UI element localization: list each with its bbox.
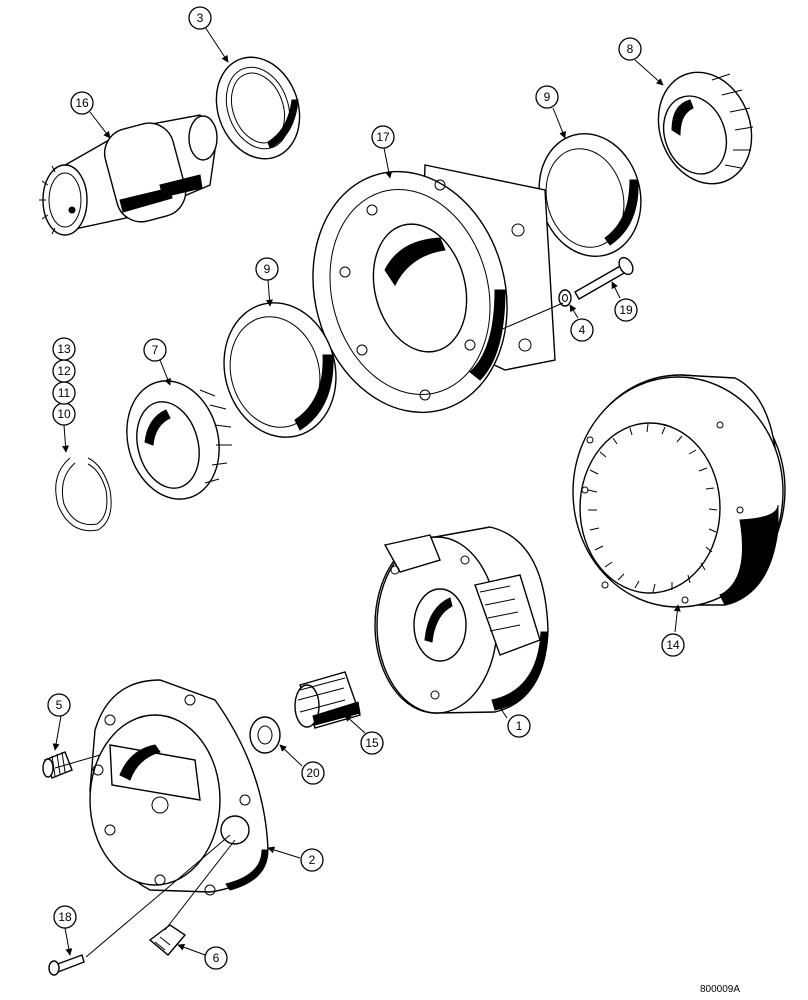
svg-text:6: 6 bbox=[213, 951, 220, 965]
bearing-cup-upper-part bbox=[538, 133, 642, 257]
washer-part bbox=[558, 289, 572, 307]
square-plug-part bbox=[148, 924, 187, 956]
bolt-part bbox=[574, 256, 634, 300]
callout-1: 1 bbox=[507, 714, 531, 738]
ring-gear-part bbox=[572, 374, 786, 608]
callout-13: 13 bbox=[52, 337, 76, 361]
callout-9-lower: 9 bbox=[255, 257, 279, 281]
leader-lines bbox=[52, 26, 681, 958]
snap-ring-part bbox=[55, 457, 112, 532]
svg-text:3: 3 bbox=[197, 11, 204, 25]
bearing-cone-part bbox=[657, 71, 754, 185]
planetary-housing-part bbox=[312, 164, 556, 414]
bearing-cone-lower-part bbox=[126, 380, 232, 500]
callout-11: 11 bbox=[52, 381, 76, 405]
svg-text:9: 9 bbox=[544, 90, 551, 104]
callout-20: 20 bbox=[301, 761, 325, 785]
svg-text:8: 8 bbox=[627, 42, 634, 56]
callout-2: 2 bbox=[300, 848, 324, 872]
svg-text:13: 13 bbox=[57, 342, 71, 356]
cap-screw-part bbox=[48, 954, 85, 976]
svg-text:11: 11 bbox=[58, 386, 71, 400]
svg-text:16: 16 bbox=[75, 96, 89, 110]
svg-text:20: 20 bbox=[306, 766, 320, 780]
svg-text:7: 7 bbox=[152, 343, 159, 357]
lock-washer-part bbox=[249, 716, 281, 754]
svg-text:9: 9 bbox=[264, 262, 271, 276]
callout-6: 6 bbox=[204, 946, 228, 970]
callout-17: 17 bbox=[371, 125, 395, 149]
svg-text:17: 17 bbox=[376, 130, 390, 144]
svg-text:10: 10 bbox=[57, 407, 71, 421]
callout-15: 15 bbox=[360, 731, 384, 755]
svg-text:1: 1 bbox=[516, 719, 523, 733]
bearing-cup-lower-part bbox=[223, 302, 337, 438]
callout-7: 7 bbox=[143, 338, 167, 362]
plug-part bbox=[42, 751, 73, 779]
callout-9-upper: 9 bbox=[535, 85, 559, 109]
callout-3: 3 bbox=[188, 6, 212, 30]
callout-19: 19 bbox=[614, 298, 638, 322]
svg-text:5: 5 bbox=[56, 698, 63, 712]
svg-text:19: 19 bbox=[619, 303, 633, 317]
callout-14: 14 bbox=[661, 633, 685, 657]
svg-text:15: 15 bbox=[365, 736, 379, 750]
svg-text:4: 4 bbox=[579, 323, 586, 337]
input-shaft-part bbox=[39, 114, 218, 236]
cover-part bbox=[89, 679, 269, 896]
callout-8: 8 bbox=[618, 37, 642, 61]
callout-10: 10 bbox=[52, 402, 76, 426]
callout-12: 12 bbox=[52, 359, 76, 383]
seal-ring-part bbox=[215, 56, 301, 160]
svg-text:2: 2 bbox=[309, 853, 316, 867]
callout-5: 5 bbox=[47, 693, 71, 717]
callout-18: 18 bbox=[53, 905, 77, 929]
planet-carrier-part bbox=[374, 526, 549, 714]
svg-text:14: 14 bbox=[666, 638, 680, 652]
callout-4: 4 bbox=[570, 318, 594, 342]
svg-text:18: 18 bbox=[58, 910, 72, 924]
callout-16: 16 bbox=[70, 91, 94, 115]
reference-code: 800009A bbox=[700, 984, 740, 995]
sun-gear-part bbox=[294, 671, 361, 729]
svg-text:12: 12 bbox=[57, 364, 71, 378]
